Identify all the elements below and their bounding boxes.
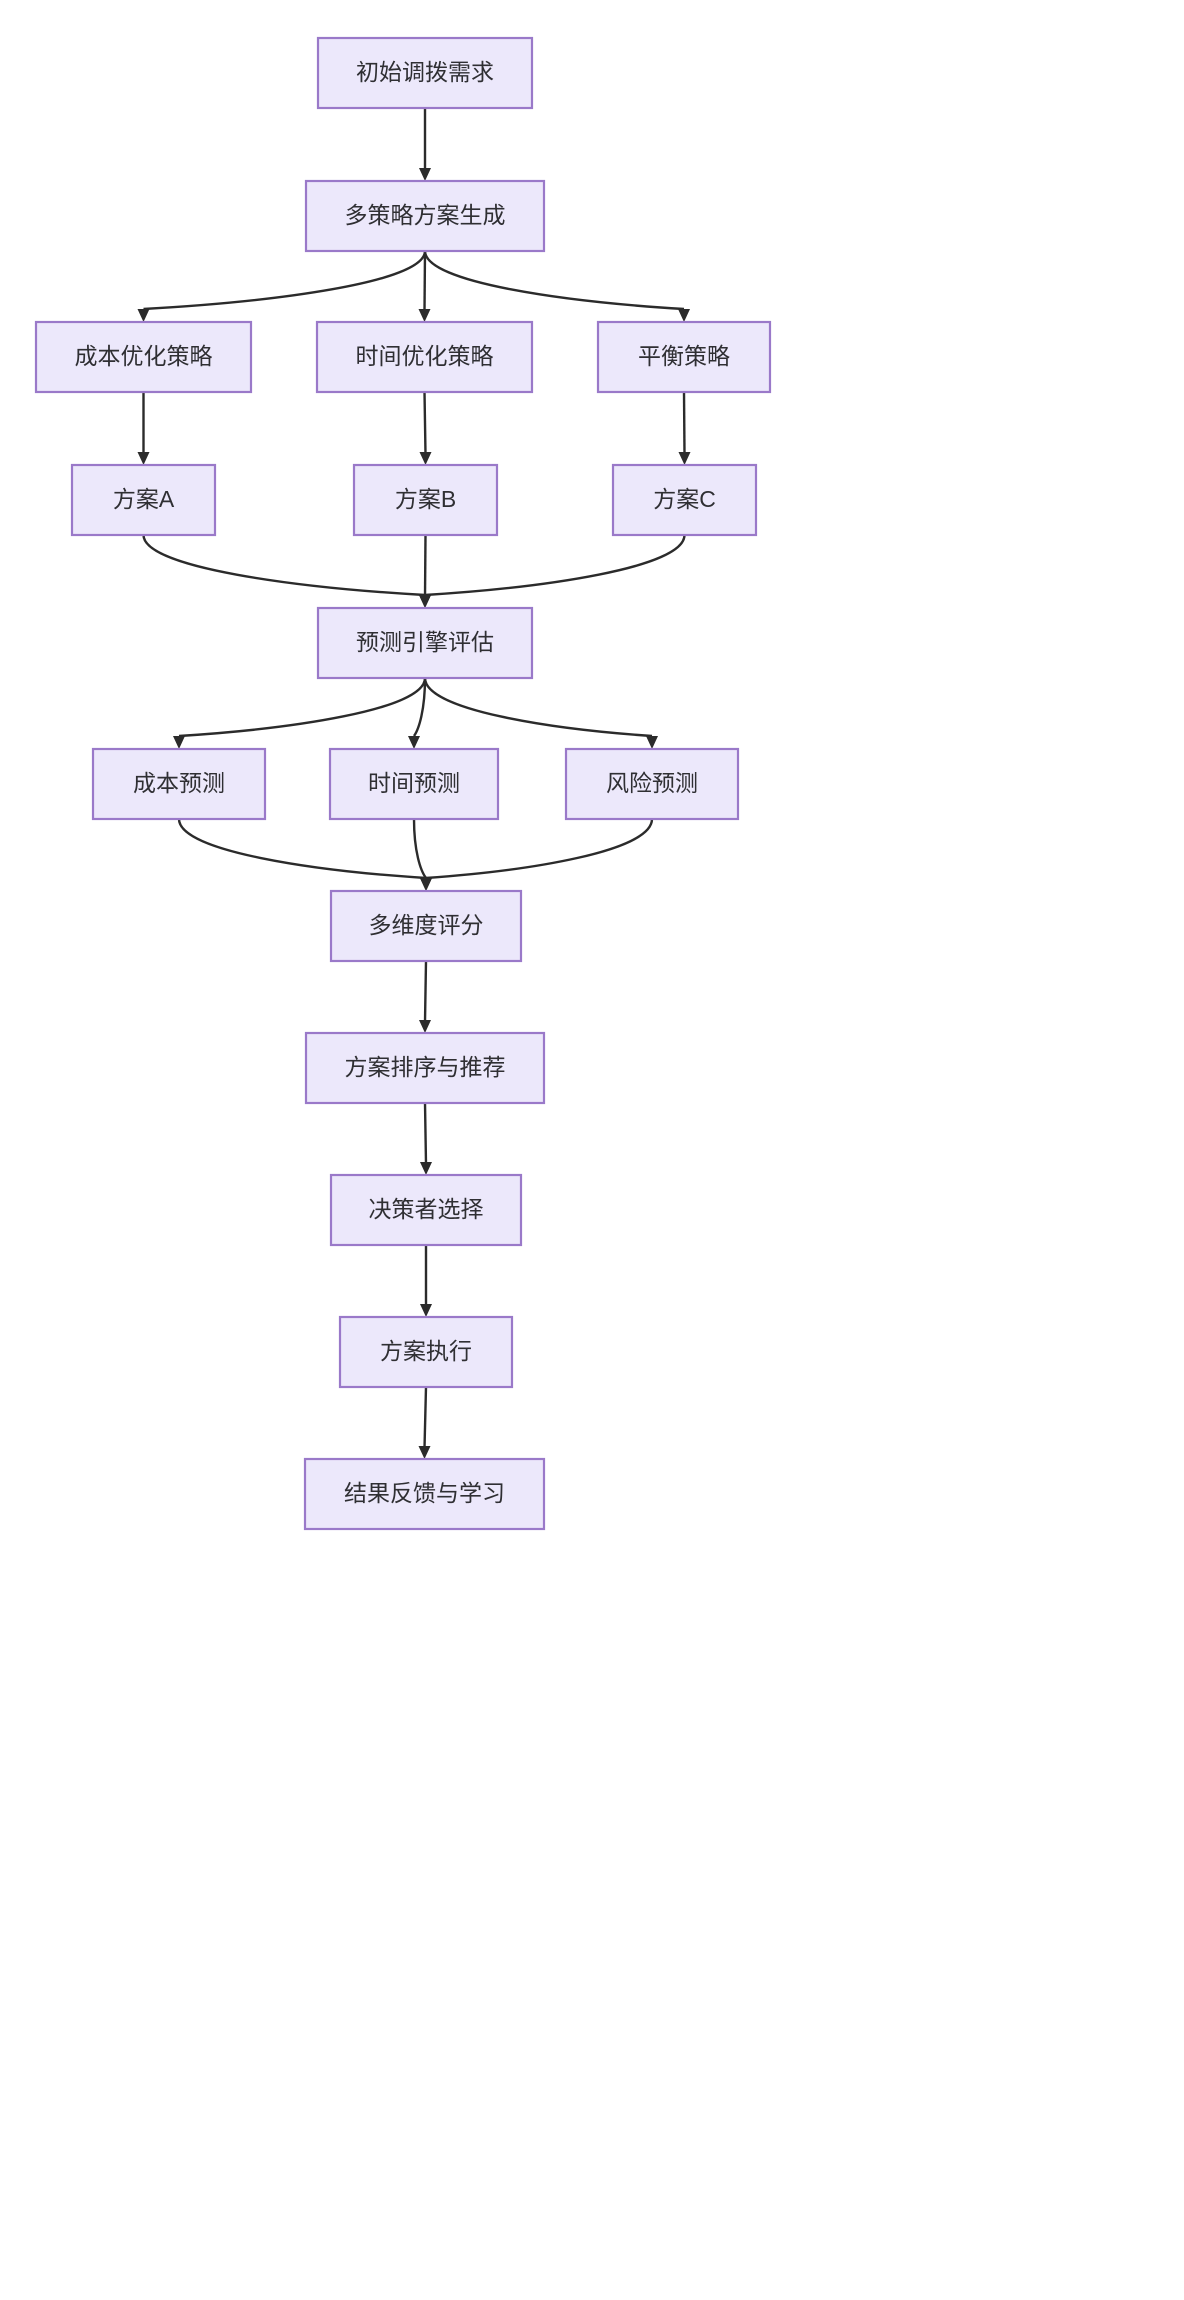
- node-label: 风险预测: [606, 770, 698, 796]
- flow-node-n15[interactable]: 决策者选择: [329, 1173, 523, 1247]
- node-label: 结果反馈与学习: [344, 1480, 505, 1506]
- flow-node-n17[interactable]: 结果反馈与学习: [303, 1457, 546, 1531]
- flow-node-n8[interactable]: 方案C: [611, 463, 758, 537]
- arrowhead-n8-n9: [419, 595, 431, 608]
- node-box: [338, 1315, 514, 1389]
- node-box: [316, 606, 534, 680]
- node-box: [328, 747, 500, 821]
- flow-node-n16[interactable]: 方案执行: [338, 1315, 514, 1389]
- arrowhead-n13-n14: [419, 1020, 431, 1033]
- node-label: 多策略方案生成: [345, 202, 506, 228]
- node-label: 时间预测: [368, 770, 460, 796]
- arrowhead-n12-n13: [420, 878, 432, 891]
- flow-node-n12[interactable]: 风险预测: [564, 747, 740, 821]
- flow-node-n2[interactable]: 多策略方案生成: [304, 179, 546, 253]
- edge-layer: [137, 108, 691, 1459]
- node-label: 多维度评分: [369, 912, 484, 938]
- flow-node-n1[interactable]: 初始调拨需求: [316, 36, 534, 110]
- node-box: [329, 889, 523, 963]
- node-label: 成本预测: [133, 770, 225, 796]
- node-box: [34, 320, 253, 394]
- edge-n9-n10: [178, 677, 427, 738]
- arrowhead-n15-n16: [420, 1304, 432, 1317]
- edge-n2-n5: [423, 250, 685, 311]
- node-box: [304, 179, 546, 253]
- edge-n5-n8: [682, 391, 686, 455]
- edge-n9-n12: [423, 677, 653, 738]
- edge-n2-n3: [143, 250, 427, 311]
- node-label: 方案A: [113, 486, 175, 512]
- node-box: [70, 463, 217, 537]
- flow-node-n13[interactable]: 多维度评分: [329, 889, 523, 963]
- arrowhead-n1-n2: [419, 168, 431, 181]
- node-label: 决策者选择: [369, 1196, 484, 1222]
- edge-n7-n9: [423, 534, 427, 598]
- node-box: [316, 36, 534, 110]
- node-label: 方案B: [395, 486, 456, 512]
- flow-node-n5[interactable]: 平衡策略: [596, 320, 772, 394]
- flow-node-n7[interactable]: 方案B: [352, 463, 499, 537]
- node-label: 方案排序与推荐: [345, 1054, 506, 1080]
- arrowhead-n9-n11: [408, 736, 420, 749]
- edge-n13-n14: [423, 960, 428, 1023]
- node-label: 成本优化策略: [75, 343, 213, 369]
- flow-node-n11[interactable]: 时间预测: [328, 747, 500, 821]
- edge-n6-n9: [142, 534, 426, 597]
- node-box: [303, 1457, 546, 1531]
- edge-n2-n4: [423, 250, 427, 312]
- flow-node-n14[interactable]: 方案排序与推荐: [304, 1031, 546, 1105]
- arrowhead-n16-n17: [418, 1446, 431, 1459]
- edge-n9-n11: [412, 677, 427, 737]
- node-box: [564, 747, 740, 821]
- arrowhead-n14-n15: [420, 1162, 432, 1175]
- arrowhead-n9-n12: [646, 736, 658, 749]
- arrowhead-n9-n10: [173, 736, 185, 749]
- flow-node-n9[interactable]: 预测引擎评估: [316, 606, 534, 680]
- flow-node-n10[interactable]: 成本预测: [91, 747, 267, 821]
- arrowhead-n2-n3: [137, 309, 150, 322]
- edge-n11-n13: [412, 818, 427, 879]
- flow-node-n6[interactable]: 方案A: [70, 463, 217, 537]
- flow-node-n4[interactable]: 时间优化策略: [315, 320, 534, 394]
- edge-n8-n9: [424, 534, 686, 597]
- flow-node-n3[interactable]: 成本优化策略: [34, 320, 253, 394]
- node-box: [91, 747, 267, 821]
- node-box: [611, 463, 758, 537]
- edge-n12-n13: [425, 818, 654, 880]
- node-label: 初始调拨需求: [356, 59, 494, 85]
- node-label: 平衡策略: [638, 343, 730, 369]
- arrowhead-n3-n6: [137, 452, 150, 465]
- edge-n14-n15: [423, 1102, 428, 1165]
- node-label: 预测引擎评估: [356, 629, 494, 655]
- node-label: 方案C: [653, 486, 716, 512]
- arrowhead-n2-n4: [418, 309, 431, 322]
- arrowhead-n4-n7: [419, 452, 432, 465]
- arrowhead-n2-n5: [678, 309, 690, 322]
- node-label: 方案执行: [380, 1338, 472, 1364]
- node-box: [315, 320, 534, 394]
- node-box: [596, 320, 772, 394]
- edge-n4-n7: [423, 391, 427, 455]
- node-box: [329, 1173, 523, 1247]
- edge-n10-n13: [177, 818, 427, 880]
- node-box: [352, 463, 499, 537]
- node-label: 时间优化策略: [356, 343, 494, 369]
- edge-n16-n17: [423, 1386, 428, 1449]
- node-box: [304, 1031, 546, 1105]
- arrowhead-n5-n8: [678, 452, 691, 465]
